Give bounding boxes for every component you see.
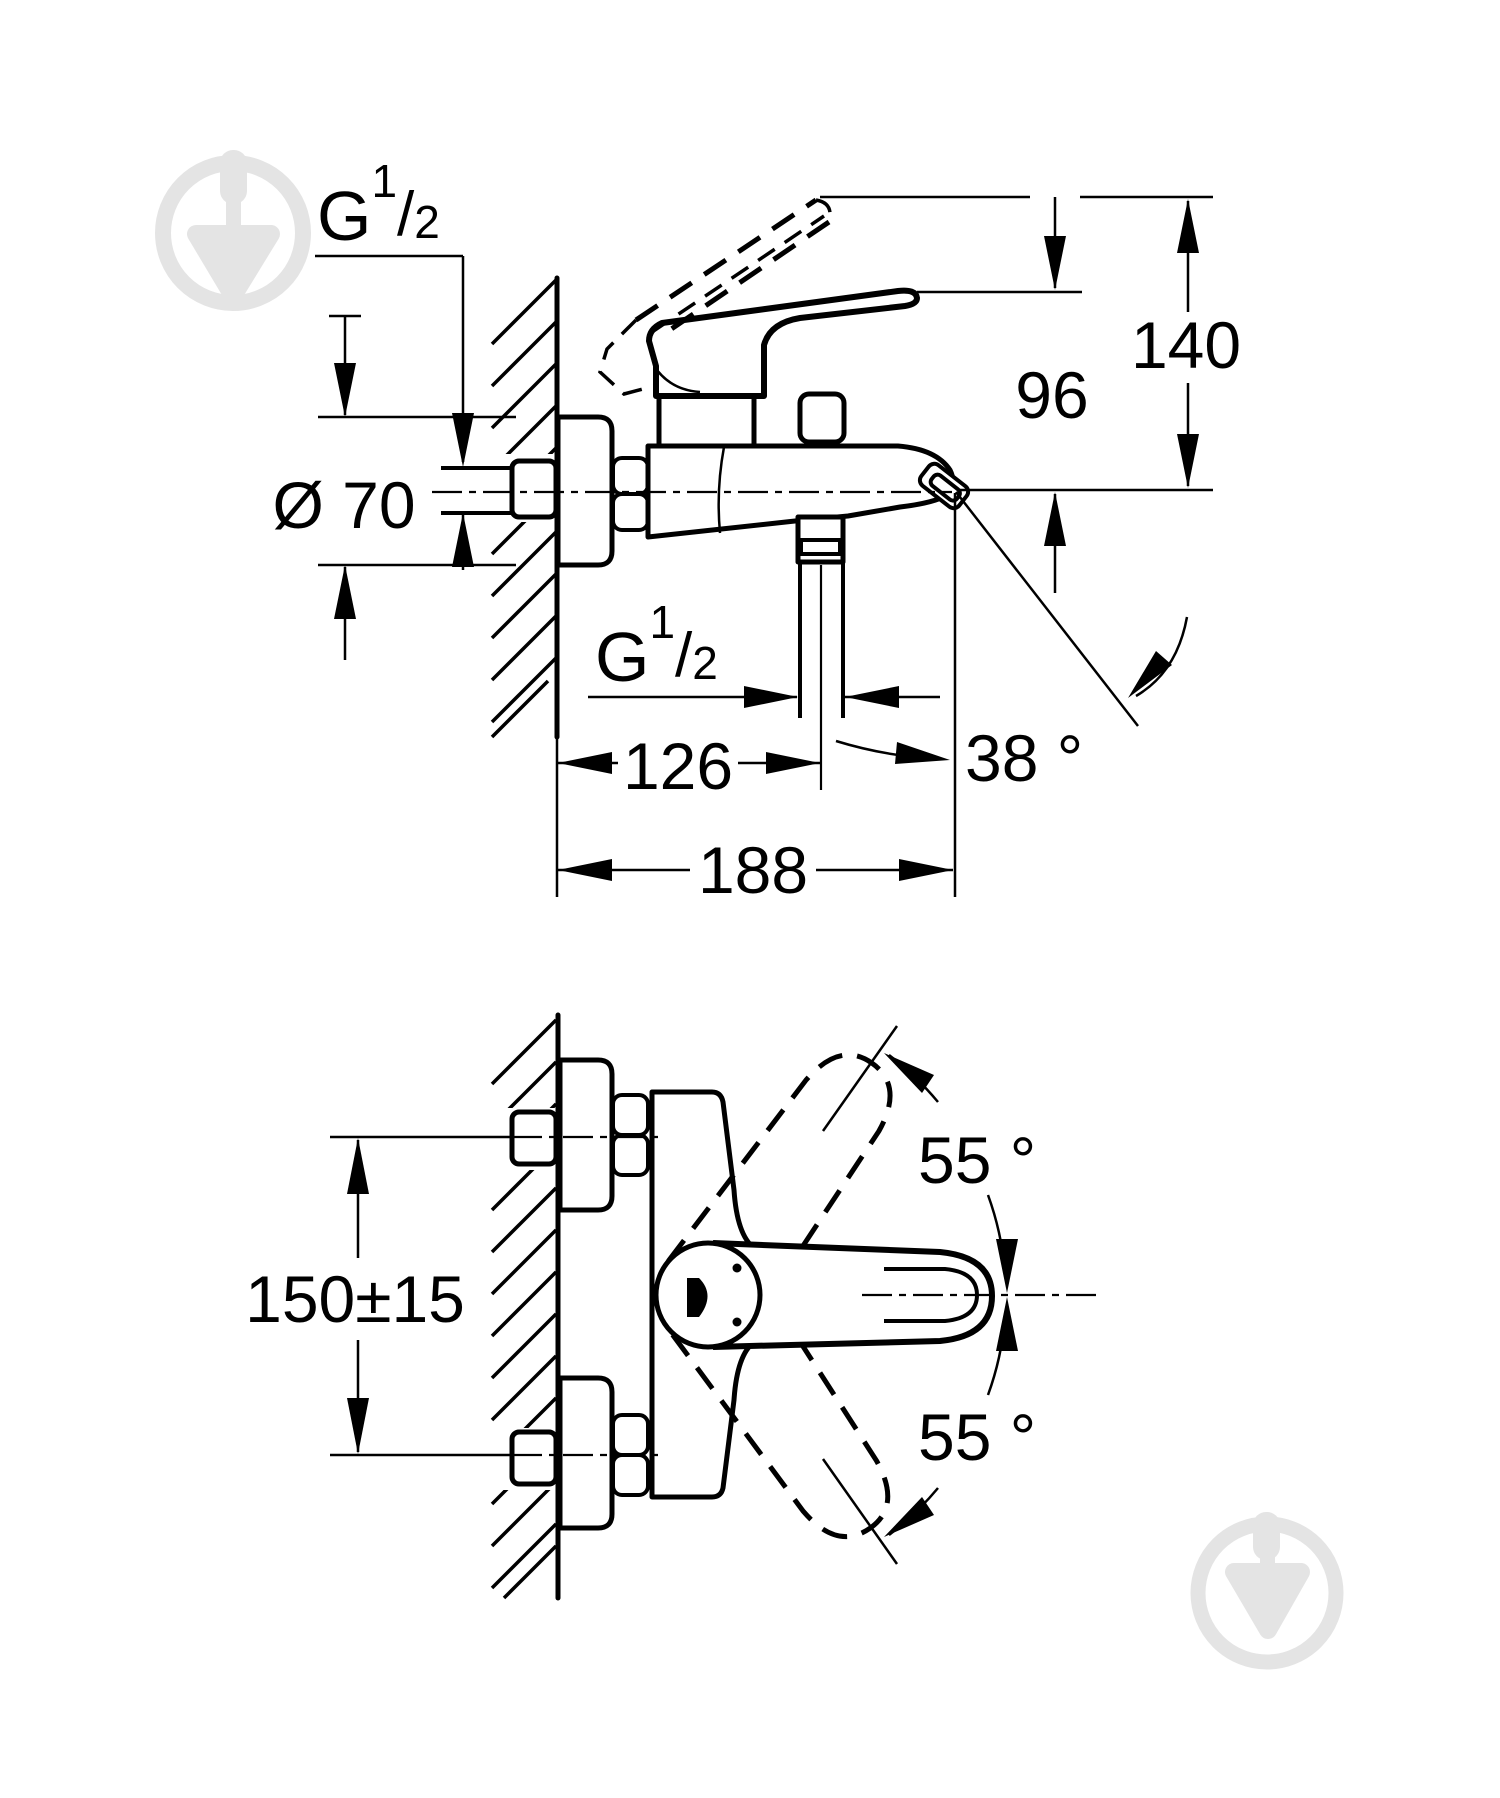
lever-pivot: [653, 1240, 763, 1350]
extension-lines-side: [318, 195, 1213, 897]
overall-height-label: 140: [1131, 308, 1241, 382]
dim-swing-upper: 55 °: [821, 1025, 1036, 1293]
cartridge-housing: [656, 393, 757, 449]
watermark-logo-bottom-right: [1190, 1512, 1344, 1670]
escutcheon-plan-top: [557, 1057, 615, 1213]
lever-side-open-dashed: [598, 197, 832, 396]
dim-overall-height: 140: [1131, 199, 1241, 488]
dim-supply-distance: 150±15: [245, 1138, 465, 1454]
spout-to-lever-label: 96: [1015, 358, 1088, 432]
lever-hinge-line: [652, 365, 701, 394]
swing-upper-label: 55 °: [918, 1123, 1036, 1197]
temperature-marker: [687, 1278, 708, 1317]
watermark-logo-top-left: [155, 150, 311, 311]
escutcheon-plan-bottom: [557, 1375, 615, 1531]
centerlines-plan: [330, 1135, 1100, 1457]
swing-lower-label: 55 °: [918, 1400, 1036, 1474]
dim-wall-thread: G1/2: [315, 155, 474, 570]
dim-hose-thread: G1/2: [588, 596, 940, 708]
shower-outlet: [795, 514, 846, 718]
supply-connection-side: [441, 458, 559, 520]
side-view: G1/2 Ø 70 96 140 G1/2: [272, 155, 1241, 907]
wall-thread-label: G1/2: [317, 155, 440, 255]
escutcheon-diameter-label: Ø 70: [272, 468, 415, 542]
lever-detail-dot: [732, 1317, 742, 1327]
dim-wall-to-hose: 126: [558, 729, 820, 803]
wall-to-hose-label: 126: [623, 729, 733, 803]
union-nut-side: [611, 456, 650, 532]
supply-nut-plan-bottom: [509, 1429, 559, 1487]
dim-wall-to-spout: 188: [558, 833, 953, 907]
hose-thread-label: G1/2: [595, 596, 718, 696]
union-nut-plan-top: [611, 1093, 650, 1177]
lever-detail-dot: [732, 1263, 742, 1273]
supply-distance-label: 150±15: [245, 1262, 465, 1336]
plan-view: 150±15 55 ° 55 °: [245, 1012, 1100, 1601]
body-contour-line: [717, 446, 726, 534]
dim-spout-angle: 38 °: [835, 491, 1189, 795]
dim-escutcheon-diameter: Ø 70: [272, 314, 416, 660]
dim-spout-to-lever: 96: [1015, 197, 1089, 593]
wall-to-spout-label: 188: [698, 833, 808, 907]
diverter-knob: [797, 391, 847, 448]
spout-angle-label: 38 °: [965, 721, 1083, 795]
dim-swing-lower: 55 °: [821, 1297, 1036, 1565]
lever-plan-down-dashed: [666, 1267, 891, 1540]
